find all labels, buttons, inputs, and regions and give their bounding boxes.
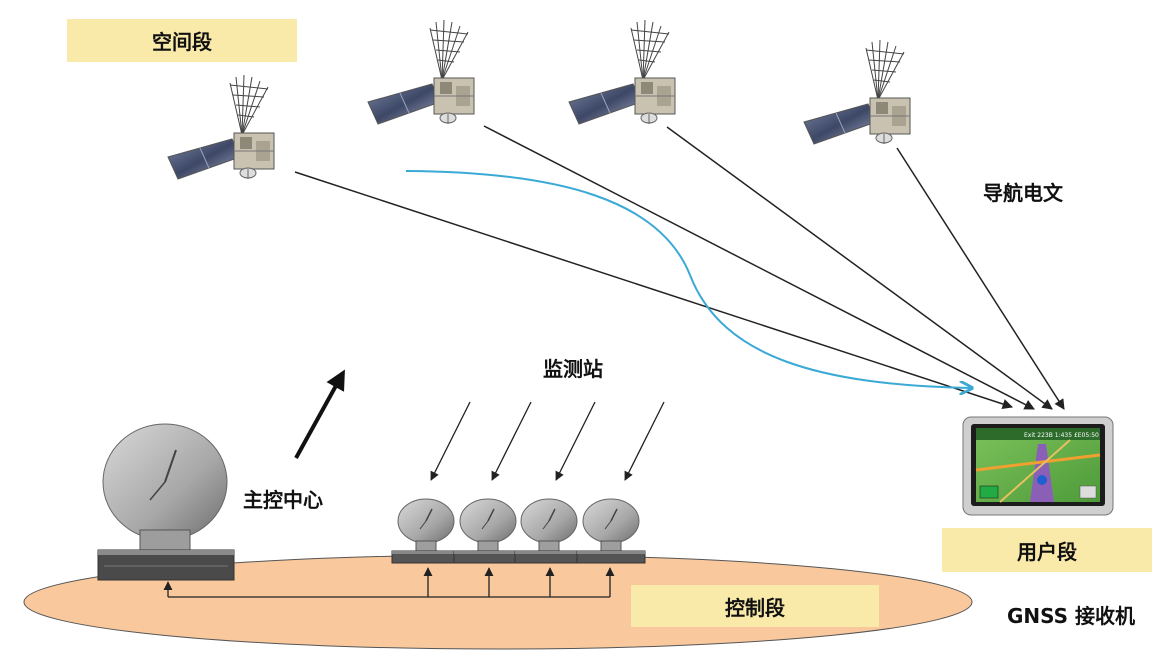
master-control-dish-icon xyxy=(97,423,235,581)
signal-line xyxy=(483,125,1035,410)
space-segment-text: 空间段 xyxy=(152,30,212,54)
monitor-dish-icon xyxy=(576,498,646,564)
signal-line xyxy=(294,171,1013,410)
space-segment-label: 空间段 xyxy=(67,19,297,62)
control-segment-text: 控制段 xyxy=(725,595,785,620)
navigation-message-arrow xyxy=(405,170,972,388)
satellite-icon xyxy=(568,19,676,125)
gnss-receiver-icon xyxy=(962,416,1114,516)
user-segment-text: 用户段 xyxy=(1017,539,1077,564)
monitor-dish-icon xyxy=(391,498,461,564)
control-segment-label: 控制段 xyxy=(631,585,879,627)
gps-status-text: Exit 223B 1:435 £E05:50 xyxy=(1024,432,1099,439)
monitor-stations-label: 监测站 xyxy=(543,357,603,381)
user-segment-label: 用户段 xyxy=(942,528,1152,572)
uplink-arrow xyxy=(294,369,345,459)
monitor-dish-icon xyxy=(514,498,584,564)
satellite-icon xyxy=(803,39,911,145)
signal-line xyxy=(896,147,1065,410)
signal-line xyxy=(666,126,1053,410)
satellite-icon xyxy=(167,74,275,180)
monitor-input-arrow xyxy=(430,401,471,481)
receiver-label: GNSS 接收机 xyxy=(1007,604,1136,628)
monitor-input-arrow xyxy=(555,401,596,481)
master-control-label: 主控中心 xyxy=(243,488,323,512)
monitor-input-arrow xyxy=(491,401,532,481)
monitor-input-arrow xyxy=(624,401,665,481)
satellite-icon xyxy=(367,19,475,125)
monitor-dish-icon xyxy=(453,498,523,564)
ground-data-links xyxy=(163,567,615,598)
navigation-message-label: 导航电文 xyxy=(983,181,1063,205)
